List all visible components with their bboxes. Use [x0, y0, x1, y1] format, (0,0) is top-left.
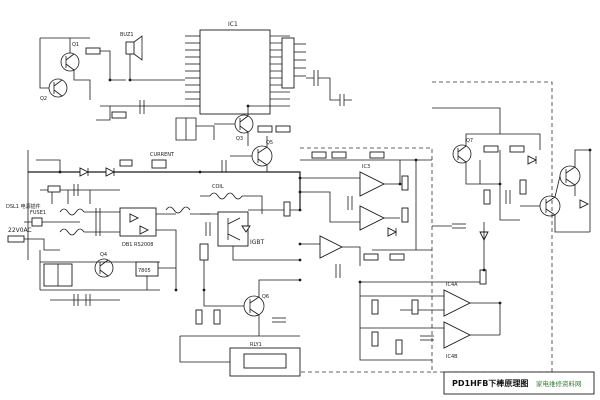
- diode-d1: [79, 167, 90, 177]
- control-region-outline: [300, 147, 433, 373]
- transistor-q4: [94, 258, 114, 278]
- low-voltage-supply: Q4 7805: [39, 250, 176, 306]
- opamp1-label: IC3: [362, 164, 370, 170]
- common-mode-choke: [59, 208, 85, 216]
- opamp-ic3: [359, 171, 386, 197]
- transistor-q8: [559, 165, 581, 187]
- right-drivers: Q7: [432, 107, 591, 233]
- transistor-q1: [60, 52, 80, 72]
- ac-note-label: DSL1 电源插件: [6, 203, 41, 210]
- transistor-q2: [48, 78, 68, 98]
- q1-label: Q1: [72, 42, 79, 48]
- opamp3-label: IC4B: [446, 354, 458, 360]
- mcu-label: IC1: [228, 21, 238, 28]
- q3-label: Q3: [236, 136, 243, 142]
- fuse-label: FUSE1: [30, 210, 46, 216]
- junction-dots: [58, 78, 592, 305]
- resistor-r1: [85, 47, 101, 55]
- q5-label: Q5: [266, 140, 273, 146]
- transistor-q7: [452, 144, 472, 164]
- buzzer-label: BUZ1: [120, 32, 134, 38]
- transistor-q3: [234, 114, 254, 134]
- keypad-connector: [281, 37, 295, 89]
- bridge-label: DB1 RS2008: [122, 242, 153, 248]
- opamp-ic3b: [359, 205, 386, 231]
- induction-coil: [209, 192, 243, 200]
- lower-driver: Q6 RLY1: [179, 279, 301, 377]
- q7-label: Q7: [466, 138, 473, 144]
- q6-label: Q6: [262, 294, 269, 300]
- power-stage: Q5 COIL IGBT: [175, 136, 301, 290]
- relay-label: RLY1: [250, 342, 262, 348]
- q2-label: Q2: [40, 96, 47, 102]
- buzzer: [125, 41, 135, 55]
- transistor-q6: [243, 295, 265, 317]
- buzzer-cone: [133, 35, 143, 61]
- igbt: [217, 211, 249, 247]
- comparator-section: IC3: [283, 151, 432, 278]
- opamp-ic4a: [443, 289, 472, 317]
- opamp-ic3c: [319, 235, 344, 259]
- mcu-chip: [199, 29, 271, 115]
- region-outlines: [300, 81, 553, 373]
- transistor-q9: [539, 195, 561, 217]
- top-right-cap: [306, 70, 352, 106]
- diagram-title: PD1HFB下棒原理图: [452, 378, 528, 388]
- ac-input-label: 22V0AC: [8, 227, 32, 234]
- fuse: [31, 217, 43, 227]
- watermark: 家电维修资料网: [536, 379, 582, 388]
- mcu-block: IC1: [185, 21, 306, 115]
- transistor-q5: [251, 145, 273, 167]
- igbt-label: IGBT: [250, 239, 265, 246]
- title-block: PD1HFB下棒原理图 家电维修资料网: [443, 371, 595, 395]
- buzzer-group: BUZ1: [120, 32, 185, 81]
- current-label: CURRENT: [150, 152, 175, 158]
- opamp2-label: IC4A: [446, 282, 458, 288]
- bridge-rectifier: [119, 207, 157, 237]
- power-input: CURRENT DSL1 电源插件 22V0AC FUSE1 DB1 RS200…: [6, 150, 210, 260]
- regulator-label: 7805: [138, 268, 151, 274]
- transistor-cluster-top-left: Q1 Q2: [39, 37, 126, 102]
- choke-l1: [165, 206, 191, 214]
- coil-label: COIL: [212, 184, 224, 190]
- lower-comparators: IC4A IC4B: [359, 222, 501, 361]
- opamp-ic4b: [443, 321, 472, 349]
- q4-label: Q4: [100, 252, 107, 258]
- title-box: [443, 371, 595, 395]
